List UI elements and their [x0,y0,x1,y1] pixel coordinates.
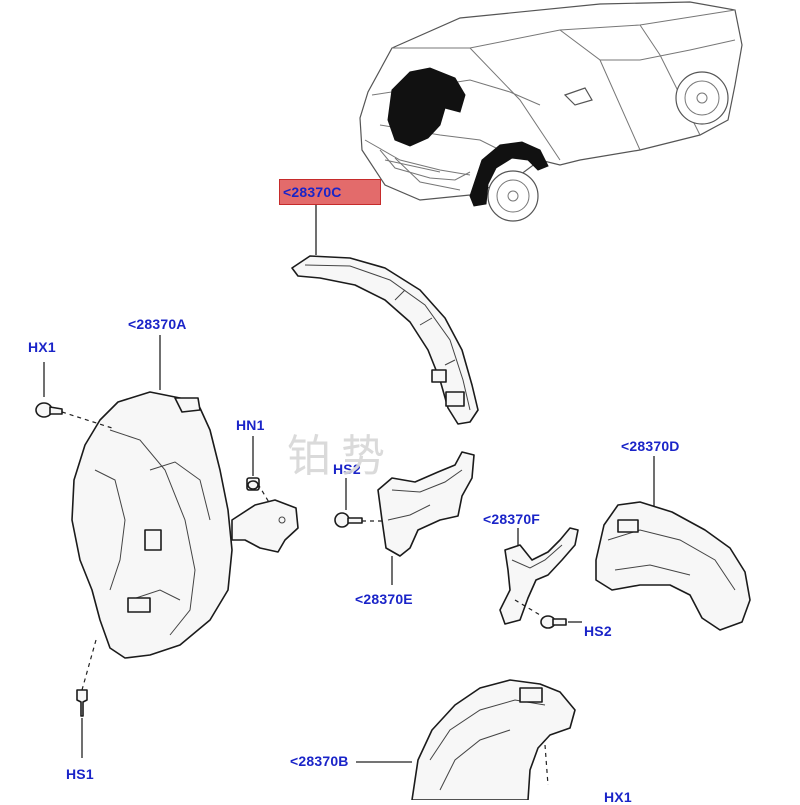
part-28370d [595,456,751,631]
part-label-28370f: <28370F [483,511,541,527]
wheel-arch-highlight [469,141,549,207]
fastener-hs1 [76,689,88,758]
part-label-28370a: <28370A [128,316,187,332]
fastener-label-hs2-center: HS2 [333,461,361,477]
part-28370a [61,335,299,691]
part-28370b [356,679,576,800]
fastener-label-hs1: HS1 [66,766,94,782]
fastener-label-hs2-right: HS2 [584,623,612,639]
part-label-28370e: <28370E [355,591,413,607]
highlighted-part-callout: <28370C [279,179,381,205]
part-label-28370d: <28370D [621,438,680,454]
fastener-label-hx1-top: HX1 [28,339,56,355]
fastener-label-hx1-bottom: HX1 [604,789,632,805]
fastener-label-hn1: HN1 [236,417,265,433]
part-label-28370b: <28370B [290,753,349,769]
part-28370f [499,527,582,629]
part-label-28370c: <28370C [283,184,342,200]
vehicle-illustration [359,1,743,222]
part-28370e [334,451,475,585]
inner-liner-highlight [387,67,466,147]
part-28370c [291,205,479,425]
fastener-hx1-top [35,362,63,418]
fastener-hn1 [246,436,260,491]
